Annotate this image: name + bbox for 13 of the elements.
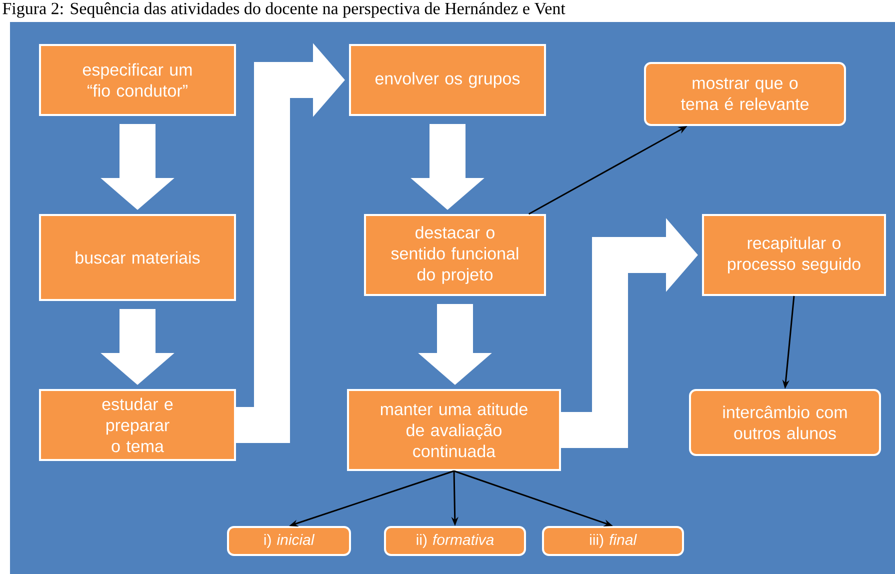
step-box: estudar e preparar o tema bbox=[39, 389, 236, 461]
step-box: envolver os grupos bbox=[349, 44, 546, 116]
result-box: ii) formativa bbox=[384, 526, 526, 556]
figure-title: Figura 2: Sequência das atividades do docente na perspectiva de Hernández e Vent bbox=[2, 2, 566, 18]
step-box: manter uma atitude de avaliação continuada bbox=[347, 389, 561, 471]
step-box: recapitular o processo seguido bbox=[702, 214, 886, 296]
step-box: destacar o sentido funcional do projeto bbox=[364, 214, 546, 296]
step-box: especificar um “fio condutor” bbox=[39, 44, 236, 116]
result-box: iii) final bbox=[542, 526, 684, 556]
step-box: buscar materiais bbox=[39, 214, 236, 301]
result-box: mostrar que o tema é relevante bbox=[644, 62, 846, 126]
result-box: intercâmbio com outros alunos bbox=[689, 389, 881, 456]
result-box: i) inicial bbox=[227, 526, 351, 556]
